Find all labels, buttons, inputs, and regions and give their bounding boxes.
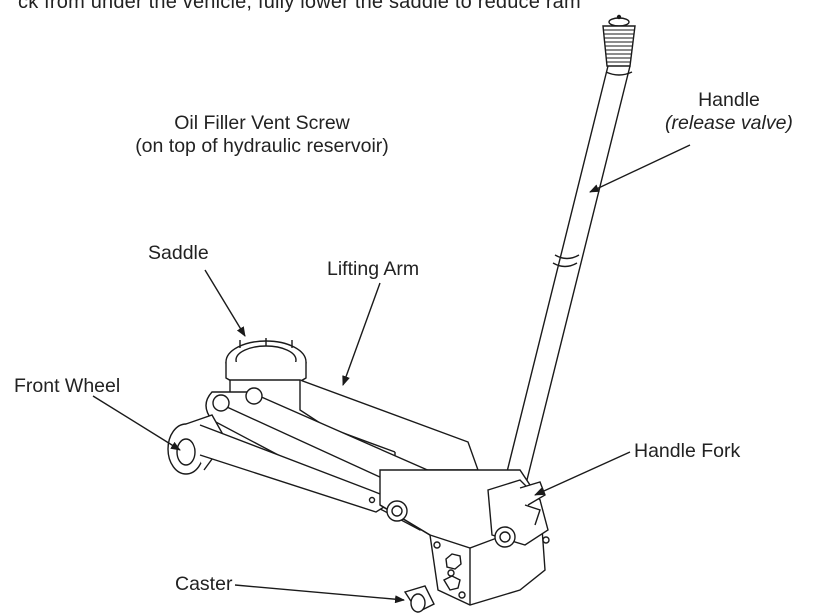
caster-callout-line	[234, 584, 405, 604]
lifting-arm-callout-line	[342, 282, 381, 386]
front-wheel-callout-line	[92, 395, 181, 451]
label-lifting-arm: Lifting Arm	[327, 258, 420, 280]
handle-callout-line	[589, 144, 691, 193]
handle-shaft	[497, 65, 633, 509]
label-oil-filler-vent-screw: Oil Filler Vent Screw (on top of hydraul…	[102, 112, 422, 158]
callout-lines	[92, 144, 691, 604]
label-front-wheel: Front Wheel	[14, 375, 121, 397]
saddle	[225, 338, 307, 391]
handle-fork	[487, 479, 549, 548]
release-valve-label: (release valve)	[665, 112, 793, 134]
oil-filler-label-line1: Oil Filler Vent Screw	[174, 112, 350, 134]
handle-grip	[602, 14, 636, 67]
label-handle: Handle (release valve)	[640, 89, 818, 135]
label-saddle: Saddle	[148, 242, 209, 264]
label-caster: Caster	[175, 573, 233, 595]
oil-filler-label-line2: (on top of hydraulic reservoir)	[135, 135, 389, 157]
front-wheel	[167, 414, 397, 513]
label-handle-fork: Handle Fork	[634, 440, 741, 462]
handle-label-line1: Handle	[698, 89, 760, 111]
caster	[403, 585, 435, 613]
cut-off-instruction-text: ck from under the vehicle, fully lower t…	[18, 0, 581, 13]
saddle-callout-line	[204, 269, 246, 337]
handle-fork-callout-line	[534, 451, 631, 496]
